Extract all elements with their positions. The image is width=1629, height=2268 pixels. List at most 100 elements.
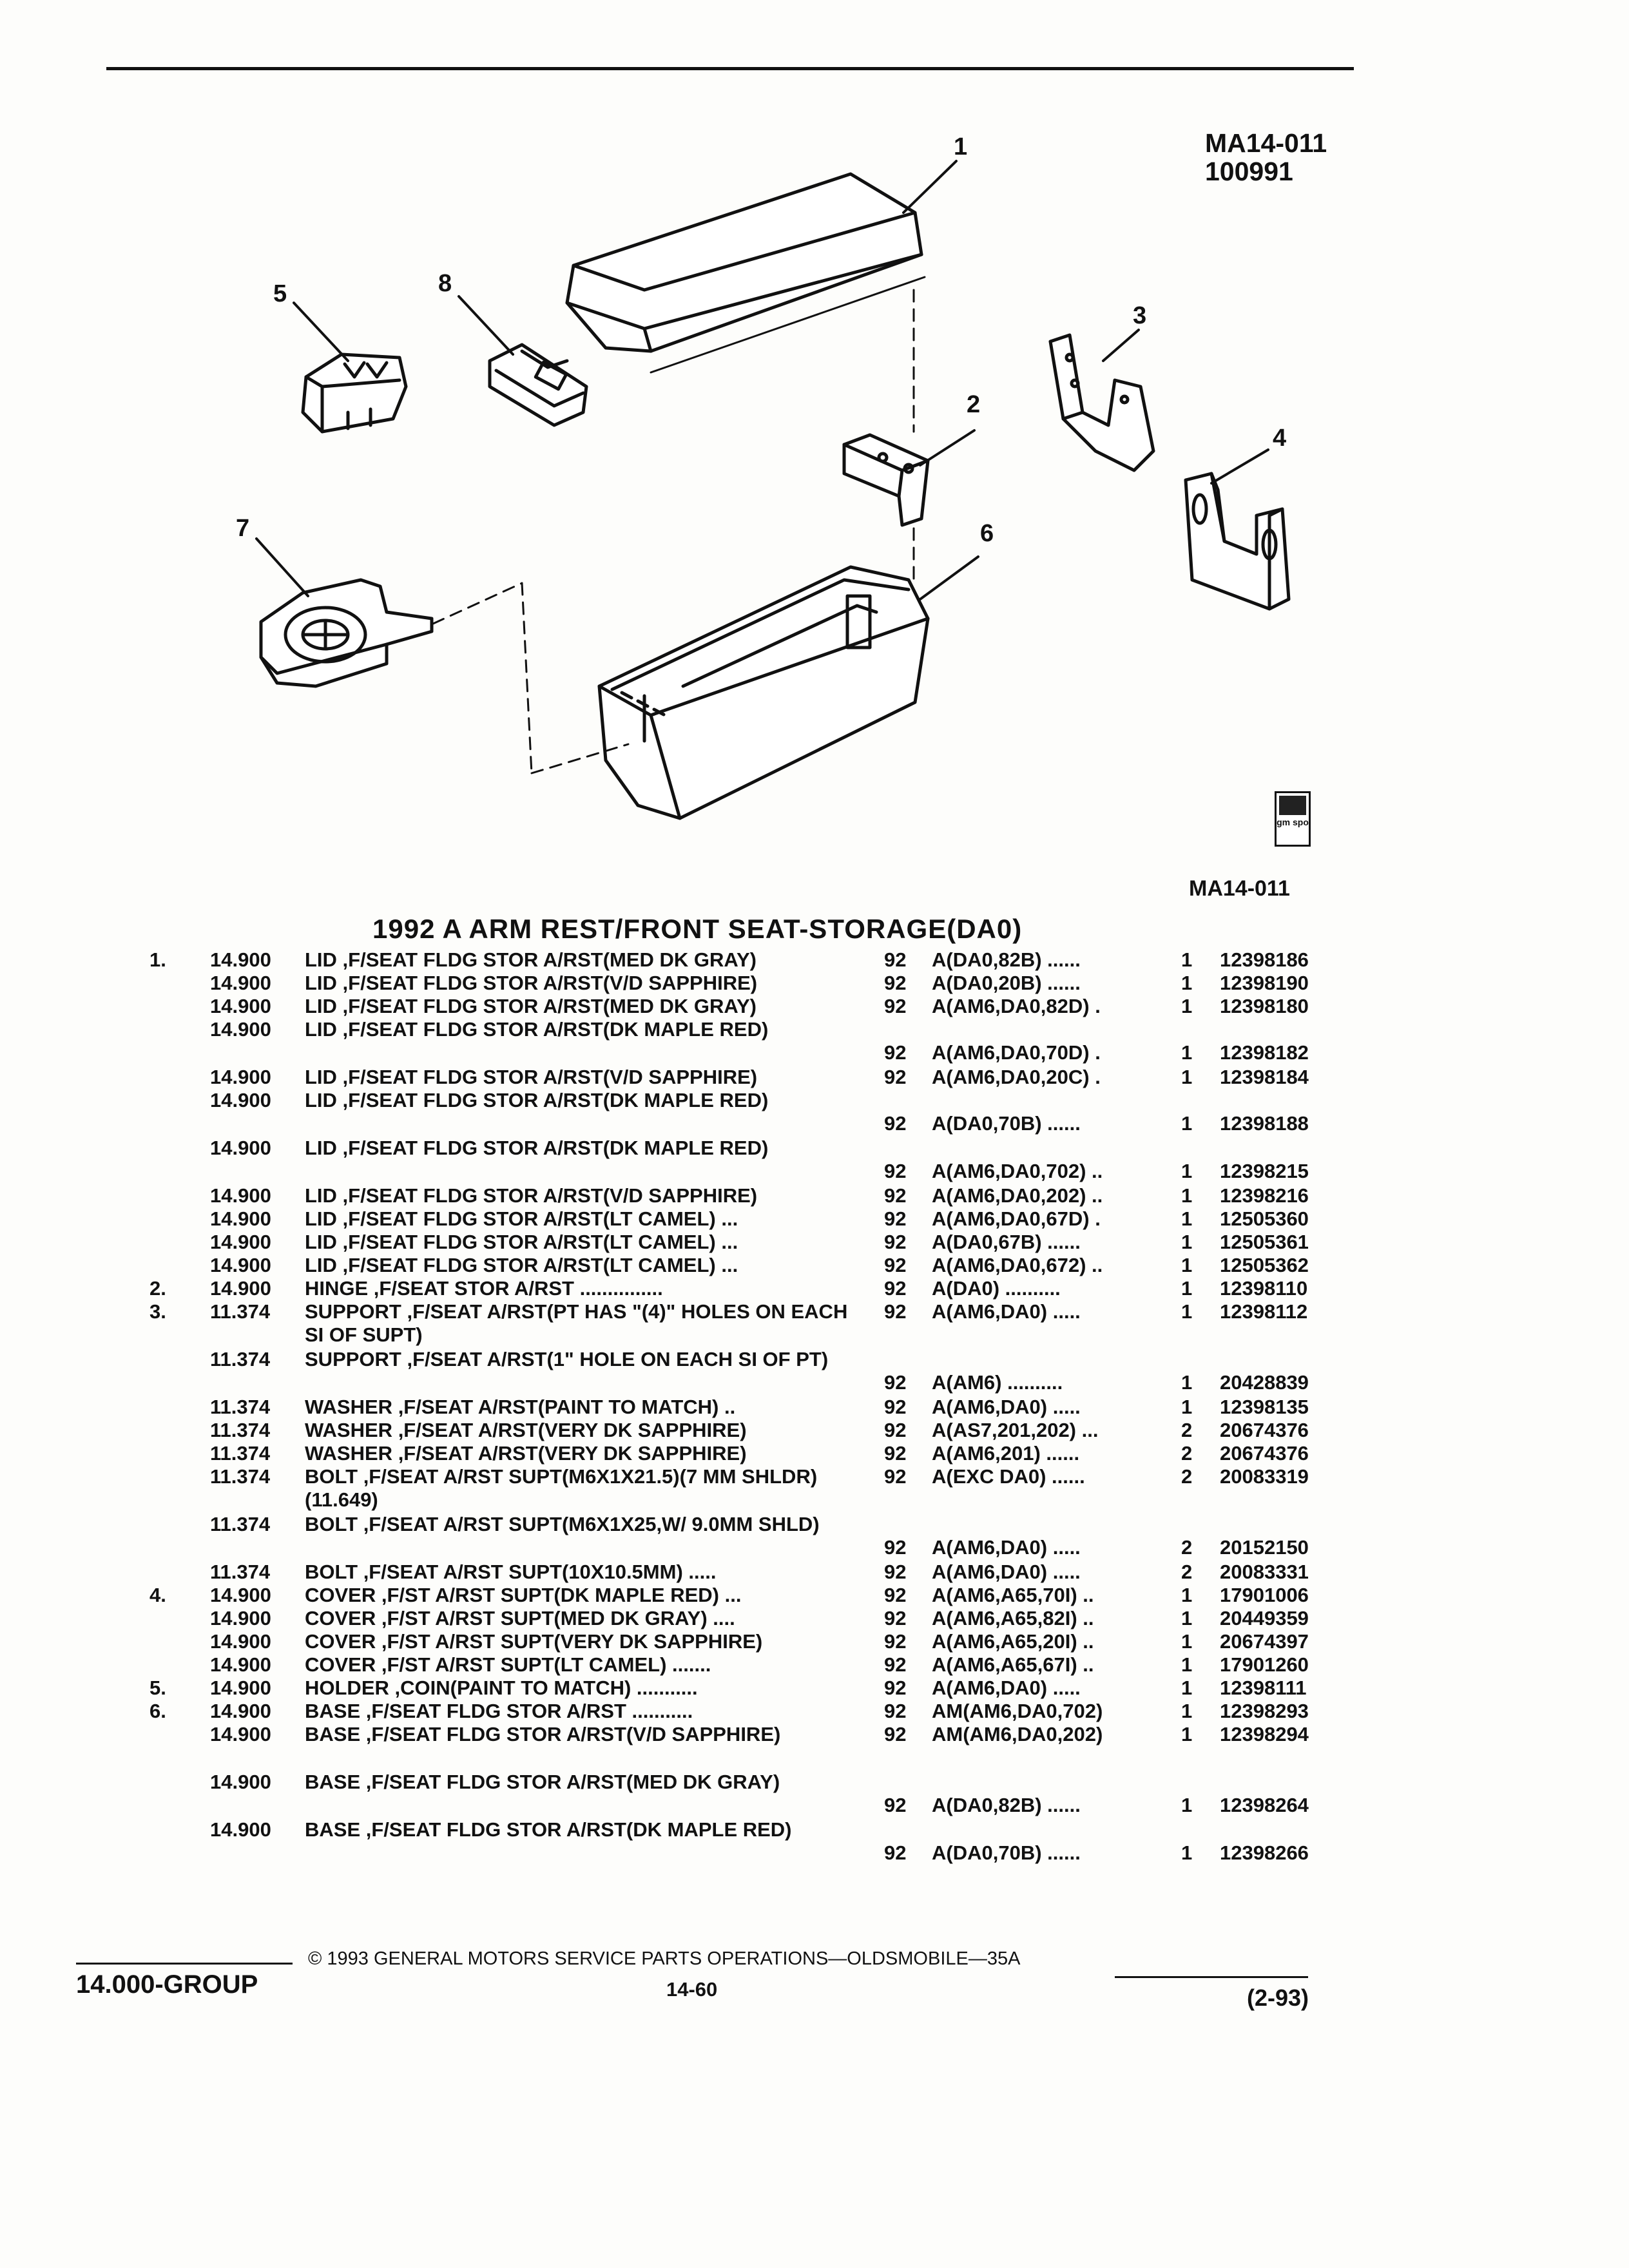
quantity: 1 [1181,995,1193,1017]
part-description: LID ,F/SEAT FLDG STOR A/RST(DK MAPLE RED… [305,1089,859,1112]
application-code: A(AM6,DA0,82D) . [932,995,1101,1017]
application-code: A(DA0,82B) ...... [932,1794,1081,1816]
model-year: 92 [884,1677,907,1699]
group-number: 14.900 [210,995,271,1017]
part-number: 12398110 [1220,1277,1308,1300]
group-number: 14.900 [210,1653,271,1676]
application-code: A(DA0,20B) ...... [932,972,1081,994]
part-number: 20449359 [1220,1607,1309,1629]
part-name: BASE [305,1723,361,1745]
model-year: 92 [884,1419,907,1441]
application-code: A(AM6,201) ...... [932,1442,1080,1465]
part-description: BOLT ,F/SEAT A/RST SUPT(10X10.5MM) ..... [305,1561,859,1584]
group-number: 14.900 [210,1018,271,1041]
model-year: 92 [884,1794,907,1816]
application-code: AM(AM6,DA0,202) [932,1723,1103,1745]
table-row: 14.900 LID ,F/SEAT FLDG STOR A/RST(DK MAP… [0,1089,1629,1137]
part-name: LID [305,1231,337,1253]
part-number: 12398111 [1220,1677,1307,1699]
quantity: 1 [1181,1300,1193,1323]
item-number: 6. [149,1700,166,1722]
footer-page-number: 14-60 [666,1978,718,2001]
part-description: WASHER ,F/SEAT A/RST(PAINT TO MATCH) .. [305,1396,859,1419]
part-number: 20152150 [1220,1536,1309,1559]
part-number: 12398190 [1220,972,1309,994]
group-number: 11.374 [210,1348,271,1370]
part-name: LID [305,972,337,994]
quantity: 1 [1181,948,1193,971]
part-description: LID ,F/SEAT FLDG STOR A/RST(MED DK GRAY) [305,995,859,1018]
application-code: A(AM6,DA0,67D) . [932,1207,1101,1230]
part-name: LID [305,1066,337,1088]
footer-group: 14.000-GROUP [76,1970,258,1999]
gm-spo-logo: gm spo [1275,791,1311,847]
model-year: 92 [884,1653,907,1676]
group-number: 14.900 [210,1066,271,1088]
item-number: 2. [149,1277,166,1300]
group-number: 11.374 [210,1442,271,1465]
part-name: HINGE [305,1277,369,1300]
part-description: BASE ,F/SEAT FLDG STOR A/RST(V/D SAPPHIR… [305,1723,859,1746]
quantity: 1 [1181,1277,1193,1300]
part-name: BASE [305,1818,361,1841]
part-number: 12398216 [1220,1184,1309,1207]
latch-drawing [488,343,588,427]
part-description: BASE ,F/SEAT FLDG STOR A/RST(MED DK GRAY… [305,1771,859,1794]
part-number: 12398266 [1220,1841,1309,1864]
group-number: 11.374 [210,1396,271,1418]
part-number: 12398293 [1220,1700,1309,1722]
group-number: 14.900 [210,1089,271,1111]
model-year: 92 [884,1465,907,1488]
quantity: 1 [1181,1653,1193,1676]
item-number: 1. [149,948,166,971]
footer-date: (2-93) [1247,1984,1309,2011]
callout-1: 1 [954,133,967,160]
group-number: 14.900 [210,1184,271,1207]
callout-2: 2 [967,391,980,418]
group-number: 14.900 [210,948,271,971]
part-detail: ,F/SEAT A/RST(1" HOLE ON EACH SI OF PT) [401,1348,829,1370]
part-detail: ,F/ST A/RST SUPT(VERY DK SAPPHIRE) [376,1630,763,1653]
part-name: LID [305,995,337,1017]
part-number: 12398215 [1220,1160,1309,1182]
group-number: 14.900 [210,1723,271,1745]
part-name: LID [305,1137,337,1159]
part-number: 12505362 [1220,1254,1309,1276]
application-code: A(DA0,70B) ...... [932,1112,1081,1135]
model-year: 92 [884,1300,907,1323]
part-detail: ,F/SEAT FLDG STOR A/RST(MED DK GRAY) [336,995,757,1017]
model-year: 92 [884,1723,907,1745]
part-name: WASHER [305,1442,393,1465]
application-code: A(AM6,DA0) ..... [932,1677,1081,1699]
application-code: A(AM6,DA0) ..... [932,1300,1081,1323]
callout-6: 6 [980,520,994,547]
application-code: A(EXC DA0) ...... [932,1465,1085,1488]
group-number: 11.374 [210,1513,271,1535]
group-number: 11.374 [210,1419,271,1441]
part-detail: ,F/SEAT FLDG STOR A/RST(V/D SAPPHIRE) [360,1723,781,1745]
figure-code-block: MA14-011 100991 [1205,129,1327,186]
quantity: 1 [1181,1112,1193,1135]
model-year: 92 [884,1160,907,1182]
application-code: A(AM6,DA0) ..... [932,1396,1081,1418]
part-description: LID ,F/SEAT FLDG STOR A/RST(LT CAMEL) ..… [305,1207,859,1231]
part-number: 12398264 [1220,1794,1309,1816]
part-detail: ,F/SEAT FLDG STOR A/RST(V/D SAPPHIRE) [336,1184,758,1207]
cup-holder-drawing [259,578,434,688]
item-number: 4. [149,1584,166,1606]
part-detail: ,F/SEAT FLDG STOR A/RST(LT CAMEL) ... [336,1207,738,1230]
model-year: 92 [884,1277,907,1300]
